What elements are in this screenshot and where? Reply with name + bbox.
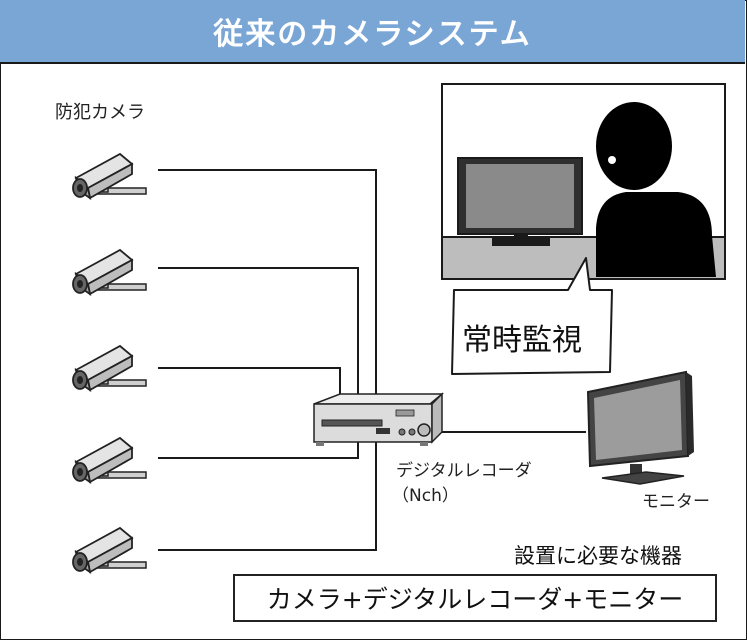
security-camera-icon xyxy=(72,437,147,483)
camera-2 xyxy=(72,249,147,295)
security-camera-icon xyxy=(72,345,147,391)
monitor-icon xyxy=(586,370,694,485)
camera-3 xyxy=(72,345,147,391)
security-camera-icon xyxy=(72,249,147,295)
surveillance-scene xyxy=(441,83,726,375)
video-recorder-icon xyxy=(313,392,445,446)
camera-1 xyxy=(72,153,147,199)
camera-4 xyxy=(72,437,147,483)
monitor-label: モニター xyxy=(642,492,710,512)
security-camera-icon xyxy=(72,527,147,573)
connection-lines xyxy=(158,169,586,551)
camera-5 xyxy=(72,527,147,573)
requirements-box: カメラ+デジタルレコーダ+モニター xyxy=(233,574,717,622)
requirements-equipment: カメラ+デジタルレコーダ+モニター xyxy=(266,585,684,614)
recorder-label: デジタルレコーダ xyxy=(396,461,532,481)
cameras-label: 防犯カメラ xyxy=(55,102,145,123)
speech-bubble xyxy=(451,257,613,375)
person-icon xyxy=(596,102,716,277)
monitor-icon xyxy=(457,157,583,246)
speech-text: 常時監視 xyxy=(462,323,582,358)
security-camera-icon xyxy=(72,153,147,199)
requirements-label: 設置に必要な機器 xyxy=(514,544,682,568)
diagram-title: 従来のカメラシステム xyxy=(0,0,745,64)
recorder-channel-label: （Nch） xyxy=(392,486,459,506)
